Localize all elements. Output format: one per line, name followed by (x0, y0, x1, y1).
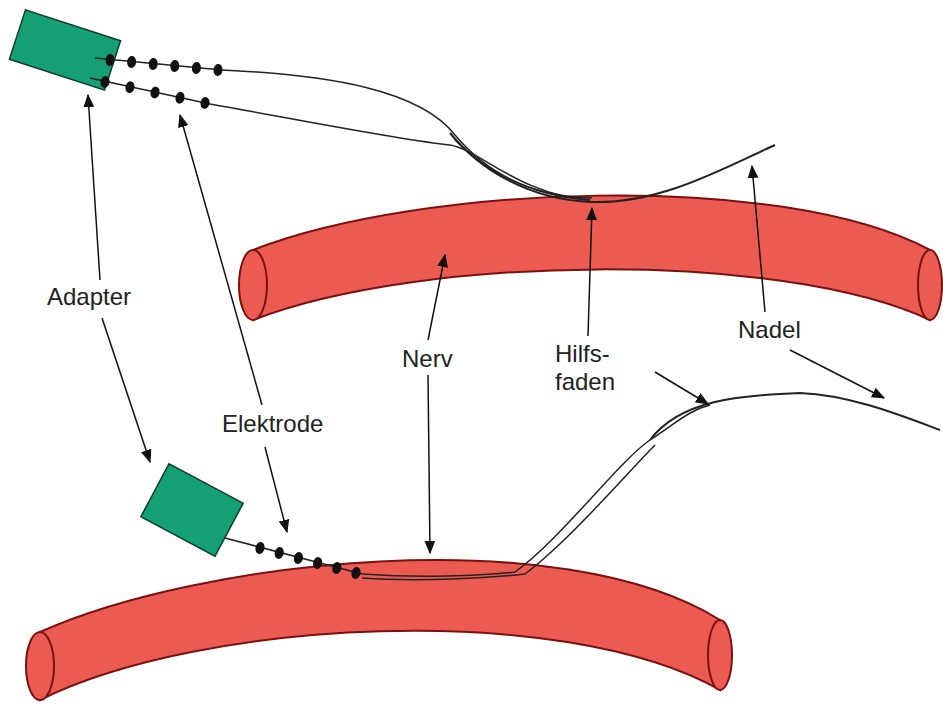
contact-ring (174, 91, 185, 105)
electrode-contacts (99, 54, 362, 580)
contact-ring (273, 546, 285, 560)
contact-ring (191, 62, 201, 75)
contact-ring (254, 541, 266, 555)
part-label: Nadel (738, 316, 801, 344)
contact-ring (124, 80, 135, 94)
contact-ring (293, 551, 305, 565)
part-label: Nerv (402, 345, 453, 373)
contact-ring (312, 556, 324, 570)
adapter-upper (9, 10, 120, 90)
contact-ring (170, 60, 180, 73)
nerve-lower (26, 560, 732, 700)
contact-ring (350, 566, 362, 580)
electrode-lower (225, 393, 940, 580)
contact-ring (148, 58, 158, 71)
leader-lines (88, 95, 884, 553)
contact-ring (149, 86, 160, 100)
part-label: Hilfs- faden (555, 340, 635, 395)
contact-ring (331, 561, 343, 575)
part-label: Adapter (47, 283, 131, 311)
contact-ring (199, 96, 210, 110)
adapter-lower (141, 464, 243, 556)
contact-ring (213, 64, 223, 77)
contact-ring (99, 75, 110, 89)
contact-ring (105, 54, 115, 67)
electrode-upper (90, 58, 775, 202)
part-label: Elektrode (222, 410, 323, 438)
contact-ring (127, 56, 137, 69)
